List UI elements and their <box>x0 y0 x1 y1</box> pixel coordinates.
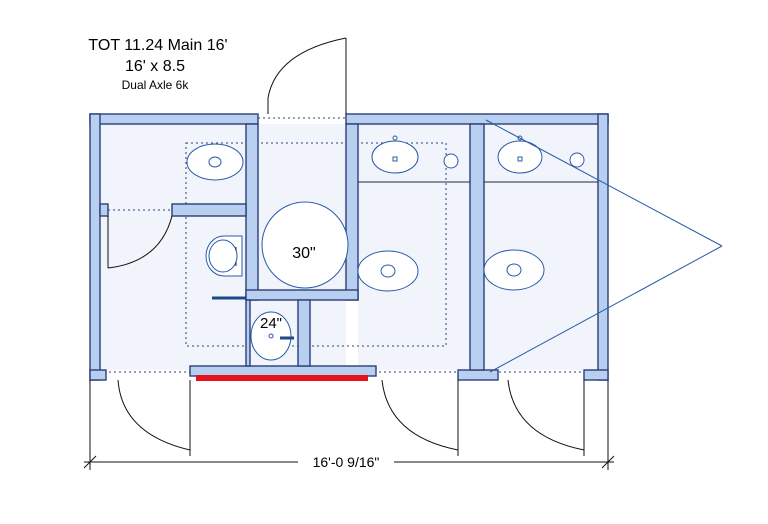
tongue-line-top <box>485 119 723 247</box>
room-divider-wall <box>469 123 485 371</box>
sink-closet-wall <box>297 299 311 367</box>
sink-right-accessory <box>569 152 585 168</box>
front-wall-center <box>189 365 377 377</box>
closet-sink-size-label: 24" <box>260 315 282 332</box>
tongue-line-bottom <box>489 245 723 373</box>
right-wall <box>597 113 609 381</box>
fixture-zone-outline <box>185 142 447 347</box>
sink-left-drain <box>208 156 222 168</box>
plan-size: 16' x 8.5 <box>125 58 185 75</box>
sink-center-drain <box>392 156 398 162</box>
sink-center-accessory <box>443 153 459 169</box>
front-left-door-swing <box>117 379 191 451</box>
stall-partition-stub <box>99 203 109 217</box>
front-center-door-swing <box>381 379 459 451</box>
floor-fixture-center-drain <box>380 264 396 278</box>
shower-bottom-wall <box>245 289 359 301</box>
left-wall <box>89 113 101 381</box>
sink-right-drain <box>517 156 523 162</box>
overall-length-label: 16'-0 9/16" <box>313 454 380 470</box>
plan-axle: Dual Axle 6k <box>122 78 190 92</box>
right-wall-stub <box>583 369 609 381</box>
shower-size-label: 30" <box>292 245 315 262</box>
shower-left-wall <box>245 123 259 301</box>
top-wall-left <box>89 113 259 125</box>
front-wall-pier <box>457 369 499 381</box>
dimension-tick-right <box>601 455 615 469</box>
plan-title: TOT 11.24 Main 16' <box>88 37 227 54</box>
sink-center-faucet <box>392 135 398 141</box>
left-wall-stub <box>89 369 107 381</box>
front-right-door-swing <box>507 379 585 451</box>
sink-closet-edge <box>245 299 251 367</box>
stall-partition <box>171 203 247 217</box>
top-door-swing <box>267 37 347 114</box>
stall-door-swing <box>107 215 173 269</box>
toilet-bowl <box>208 239 238 273</box>
floor-fixture-right-drain <box>506 263 522 277</box>
closet-sink-drain <box>268 333 274 339</box>
shower-pan <box>261 201 349 289</box>
shower-right-wall <box>345 123 359 301</box>
top-wall-right <box>345 113 609 125</box>
dimension-tick-left <box>83 455 97 469</box>
